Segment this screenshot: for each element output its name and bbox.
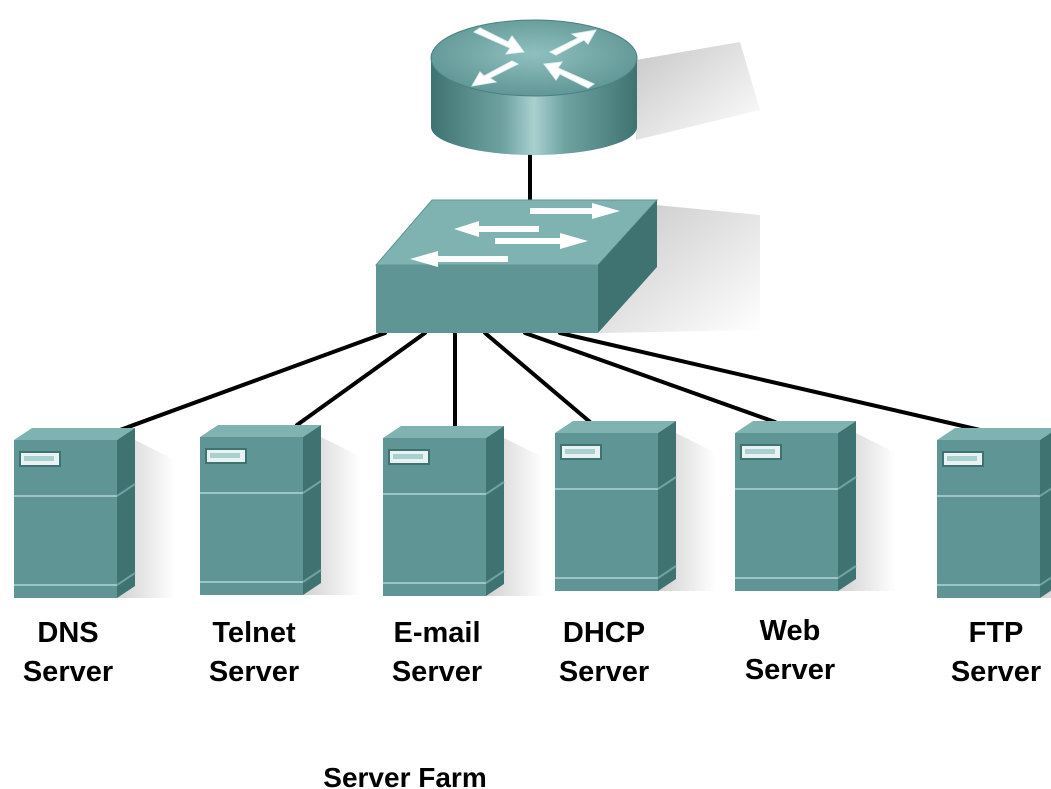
web-server-label-line2: Server xyxy=(745,654,835,686)
dns-server-label-line2: Server xyxy=(23,656,113,688)
web-server-label-line1: Web xyxy=(760,615,821,647)
telnet-server-label-line2: Server xyxy=(209,656,299,688)
email-server-label-line1: E-mail xyxy=(393,617,480,649)
dhcp-server-label-line1: DHCP xyxy=(563,617,645,649)
email-server-icon xyxy=(383,426,544,596)
telnet-server-label-line1: Telnet xyxy=(212,617,296,649)
server-labels: DNS Server Telnet Server E-mail Server D… xyxy=(23,615,1041,789)
servers xyxy=(14,421,1051,598)
dns-server-label-line1: DNS xyxy=(37,617,98,649)
link-switch-telnet-server xyxy=(295,331,427,427)
switch-icon xyxy=(374,199,760,333)
ftp-server-icon xyxy=(937,428,1051,598)
network-links xyxy=(118,148,982,432)
link-switch-web-server xyxy=(523,331,777,424)
email-server-label-line2: Server xyxy=(392,656,482,688)
ftp-server-label-line2: Server xyxy=(951,656,1041,688)
link-switch-dns-server xyxy=(118,331,387,432)
telnet-server-icon xyxy=(200,425,361,595)
web-server-icon xyxy=(735,421,896,591)
dhcp-server-icon xyxy=(555,421,716,591)
dns-server-icon xyxy=(14,428,175,598)
ftp-server-label-line1: FTP xyxy=(969,617,1024,649)
link-switch-dhcp-server xyxy=(483,331,592,424)
link-switch-ftp-server xyxy=(558,331,982,432)
router-icon xyxy=(430,19,760,155)
dhcp-server-label-line2: Server xyxy=(559,656,649,688)
diagram-caption: Server Farm xyxy=(323,762,486,789)
